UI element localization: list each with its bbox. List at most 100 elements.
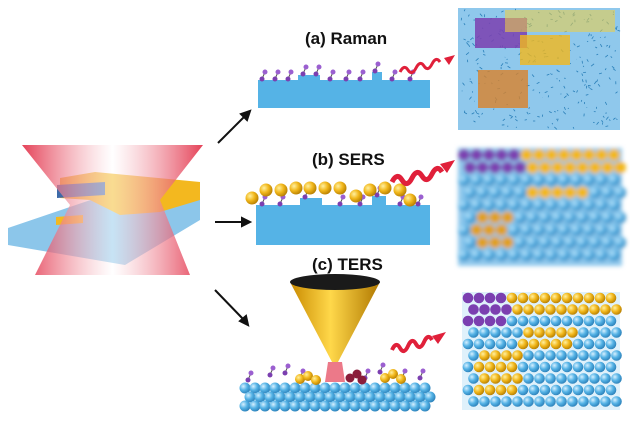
map-sphere <box>562 316 573 327</box>
map-sphere <box>533 174 545 186</box>
map-sphere <box>534 350 545 361</box>
map-sphere <box>496 339 507 350</box>
map-sphere <box>551 316 562 327</box>
map-sphere <box>600 304 611 315</box>
map-sphere <box>521 174 533 186</box>
substrate-atom <box>270 401 281 412</box>
substrate-atom <box>410 401 421 412</box>
map-sphere <box>578 373 589 384</box>
map-sphere <box>552 187 564 199</box>
map-sphere <box>502 237 514 249</box>
map-noise <box>587 41 588 42</box>
map-sphere <box>589 373 600 384</box>
map-sphere <box>483 249 495 261</box>
map-sphere <box>571 199 583 211</box>
map-sphere <box>523 396 534 407</box>
map-sphere <box>496 249 508 261</box>
map-sphere <box>501 373 512 384</box>
map-sphere <box>584 362 595 373</box>
map-sphere <box>458 199 470 211</box>
map-sphere <box>468 304 479 315</box>
map-sphere <box>529 293 540 304</box>
map-sphere <box>463 339 474 350</box>
map-noise <box>554 112 556 113</box>
map-sphere <box>514 212 526 224</box>
map-sphere <box>534 327 545 338</box>
map-sphere <box>558 199 570 211</box>
map-sphere <box>551 339 562 350</box>
map-sphere <box>521 224 533 236</box>
molecule-atom <box>304 65 309 70</box>
molecule-atom <box>283 371 288 376</box>
map-sphere <box>490 373 501 384</box>
map-sphere <box>551 293 562 304</box>
molecule-atom <box>341 195 346 200</box>
gold-atom <box>311 375 321 385</box>
molecule-atom <box>260 77 265 82</box>
molecule-atom <box>421 369 426 374</box>
map-sphere <box>474 293 485 304</box>
map-sphere <box>595 362 606 373</box>
map-sphere <box>483 149 495 161</box>
molecule-atom <box>268 373 273 378</box>
map-sphere <box>584 385 595 396</box>
map-sphere <box>477 237 489 249</box>
map-sphere <box>502 162 514 174</box>
map-sphere <box>477 212 489 224</box>
map-sphere <box>546 174 558 186</box>
map-sphere <box>474 339 485 350</box>
map-sphere <box>577 187 589 199</box>
map-sphere <box>471 174 483 186</box>
map-sphere <box>512 327 523 338</box>
map-sphere <box>527 187 539 199</box>
map-sphere <box>562 385 573 396</box>
map-sphere <box>611 350 622 361</box>
map-sphere <box>489 162 501 174</box>
map-sphere <box>564 187 576 199</box>
map-sphere <box>577 212 589 224</box>
ters-map <box>462 292 622 410</box>
molecule-atom <box>289 70 294 75</box>
substrate-atom <box>380 401 391 412</box>
map-sphere <box>546 224 558 236</box>
map-sphere <box>558 149 570 161</box>
map-sphere <box>489 187 501 199</box>
substrate-atom <box>290 401 301 412</box>
map-sphere <box>584 339 595 350</box>
gold-nanoparticle <box>246 192 259 205</box>
map-sphere <box>523 304 534 315</box>
map-sphere <box>474 316 485 327</box>
substrate-atom <box>320 401 331 412</box>
molecule-atom <box>361 70 366 75</box>
map-sphere <box>551 385 562 396</box>
map-sphere <box>608 149 620 161</box>
map-sphere <box>479 396 490 407</box>
map-sphere <box>571 149 583 161</box>
map-sphere <box>573 385 584 396</box>
map-sphere <box>479 373 490 384</box>
substrate-atom <box>360 401 371 412</box>
map-sphere <box>589 162 601 174</box>
map-sphere <box>545 350 556 361</box>
map-sphere <box>458 149 470 161</box>
map-sphere <box>501 396 512 407</box>
molecule-atom <box>303 195 308 200</box>
map-sphere <box>583 149 595 161</box>
map-sphere <box>529 385 540 396</box>
map-sphere <box>496 149 508 161</box>
map-sphere <box>501 350 512 361</box>
map-sphere <box>567 350 578 361</box>
map-sphere <box>611 396 622 407</box>
map-sphere <box>606 339 617 350</box>
molecule-atom <box>338 202 343 207</box>
map-sphere <box>507 339 518 350</box>
molecule-atom <box>273 77 278 82</box>
map-sphere <box>589 237 601 249</box>
map-sphere <box>608 174 620 186</box>
map-sphere <box>564 237 576 249</box>
raman-scatter-wave <box>400 59 440 72</box>
map-sphere <box>571 224 583 236</box>
ters-scatter-wave <box>392 337 432 351</box>
map-sphere <box>608 224 620 236</box>
sample-illustration <box>8 145 203 275</box>
